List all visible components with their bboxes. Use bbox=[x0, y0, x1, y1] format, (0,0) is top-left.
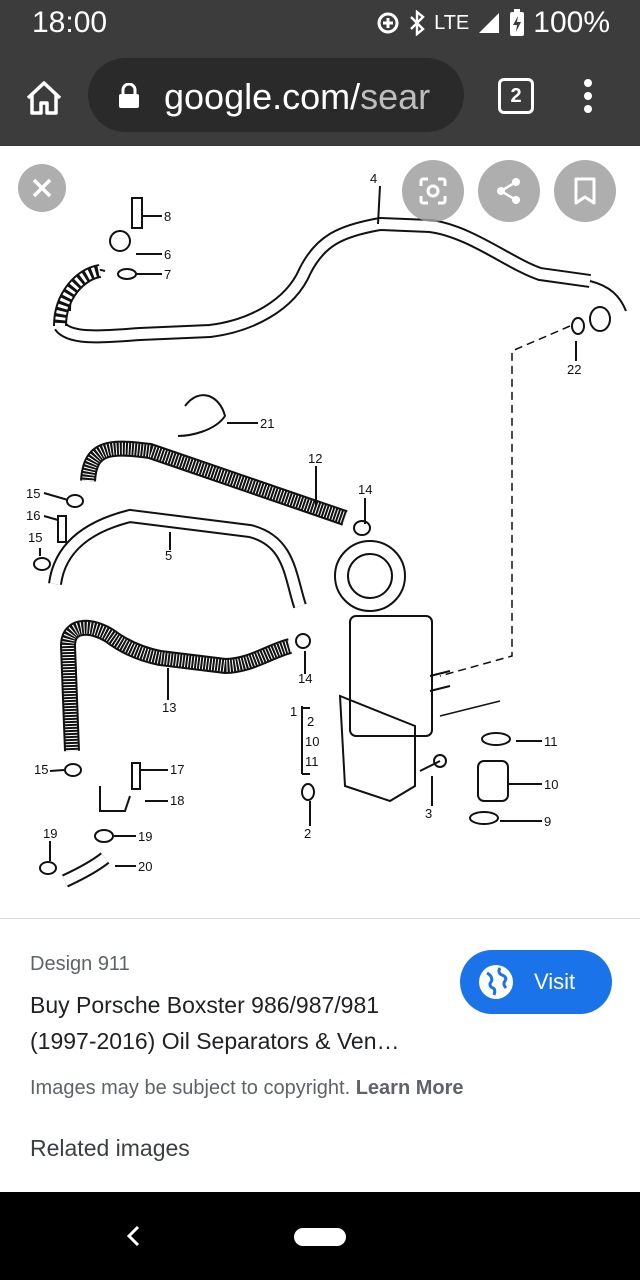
share-button[interactable] bbox=[478, 160, 540, 222]
result-source: Design 911 bbox=[30, 953, 130, 975]
divider bbox=[0, 918, 640, 919]
label-10a: 10 bbox=[305, 734, 319, 749]
label-22: 22 bbox=[567, 362, 581, 377]
url-domain: google.com/ bbox=[164, 76, 361, 117]
globe-icon bbox=[479, 965, 513, 999]
tab-switcher-button[interactable]: 2 bbox=[498, 78, 534, 114]
image-preview[interactable]: 1 2 10 11 2 3 4 5 6 7 8 9 10 11 12 13 14… bbox=[0, 146, 640, 918]
home-icon[interactable] bbox=[22, 76, 66, 120]
network-type: LTE bbox=[434, 11, 470, 34]
label-2b: 2 bbox=[304, 826, 311, 841]
close-icon bbox=[32, 178, 52, 198]
visit-button[interactable]: Visit bbox=[460, 950, 612, 1014]
label-13: 13 bbox=[162, 700, 176, 715]
google-lens-icon bbox=[419, 177, 447, 205]
label-21: 21 bbox=[260, 416, 274, 431]
address-bar[interactable]: google.com/sear bbox=[88, 58, 464, 132]
learn-more-link[interactable]: Learn More bbox=[355, 1077, 464, 1099]
signal-icon bbox=[479, 13, 500, 33]
label-18: 18 bbox=[170, 793, 184, 808]
label-12: 12 bbox=[308, 451, 322, 466]
result-title[interactable]: Buy Porsche Boxster 986/987/981 (1997-20… bbox=[30, 992, 400, 1054]
bluetooth-icon bbox=[410, 10, 425, 36]
label-5: 5 bbox=[165, 548, 172, 563]
status-time: 18:00 bbox=[32, 6, 108, 39]
visit-label: Visit bbox=[534, 969, 576, 994]
share-icon bbox=[497, 178, 520, 204]
label-19b: 19 bbox=[43, 826, 57, 841]
related-images-heading: Related images bbox=[30, 1135, 190, 1161]
copyright-notice: Images may be subject to copyright. Lear… bbox=[30, 1077, 464, 1100]
label-3: 3 bbox=[425, 806, 432, 821]
label-8: 8 bbox=[164, 209, 171, 224]
label-15a: 15 bbox=[26, 486, 40, 501]
result-info-panel: Design 911 Buy Porsche Boxster 986/987/9… bbox=[0, 919, 640, 1192]
system-nav-bar bbox=[0, 1192, 640, 1280]
battery-charging-icon bbox=[510, 9, 525, 36]
label-9: 9 bbox=[544, 814, 551, 829]
label-15c: 15 bbox=[34, 762, 48, 777]
label-14b: 14 bbox=[298, 671, 312, 686]
label-1: 1 bbox=[290, 704, 297, 719]
label-7: 7 bbox=[164, 267, 171, 282]
lens-button[interactable] bbox=[402, 160, 464, 222]
data-saver-icon bbox=[377, 12, 399, 34]
save-bookmark-button[interactable] bbox=[554, 160, 616, 222]
home-pill-button[interactable] bbox=[294, 1228, 346, 1246]
url-text: google.com/sear bbox=[164, 76, 430, 118]
label-19a: 19 bbox=[138, 829, 152, 844]
label-17: 17 bbox=[170, 762, 184, 777]
parts-diagram: 1 2 10 11 2 3 4 5 6 7 8 9 10 11 12 13 14… bbox=[26, 171, 627, 888]
battery-level: 100% bbox=[533, 6, 610, 39]
label-14a: 14 bbox=[358, 482, 372, 497]
browser-toolbar: google.com/sear 2 bbox=[0, 48, 640, 146]
copyright-text: Images may be subject to copyright. bbox=[30, 1077, 351, 1099]
status-icons: LTE 100% bbox=[376, 6, 610, 40]
label-16: 16 bbox=[26, 508, 40, 523]
label-4: 4 bbox=[370, 171, 377, 186]
more-options-icon[interactable] bbox=[578, 78, 598, 114]
status-bar: 18:00 LTE 100% bbox=[0, 0, 640, 48]
lock-icon bbox=[119, 83, 139, 108]
label-15b: 15 bbox=[28, 530, 42, 545]
label-2a: 2 bbox=[307, 714, 314, 729]
label-11a: 11 bbox=[305, 754, 319, 769]
url-path: sear bbox=[360, 76, 431, 117]
label-20: 20 bbox=[138, 859, 152, 874]
label-11b: 11 bbox=[544, 734, 558, 749]
bookmark-icon bbox=[574, 177, 596, 205]
back-icon[interactable] bbox=[124, 1224, 142, 1248]
label-6: 6 bbox=[164, 247, 171, 262]
label-10b: 10 bbox=[544, 777, 558, 792]
close-button[interactable] bbox=[18, 164, 66, 212]
